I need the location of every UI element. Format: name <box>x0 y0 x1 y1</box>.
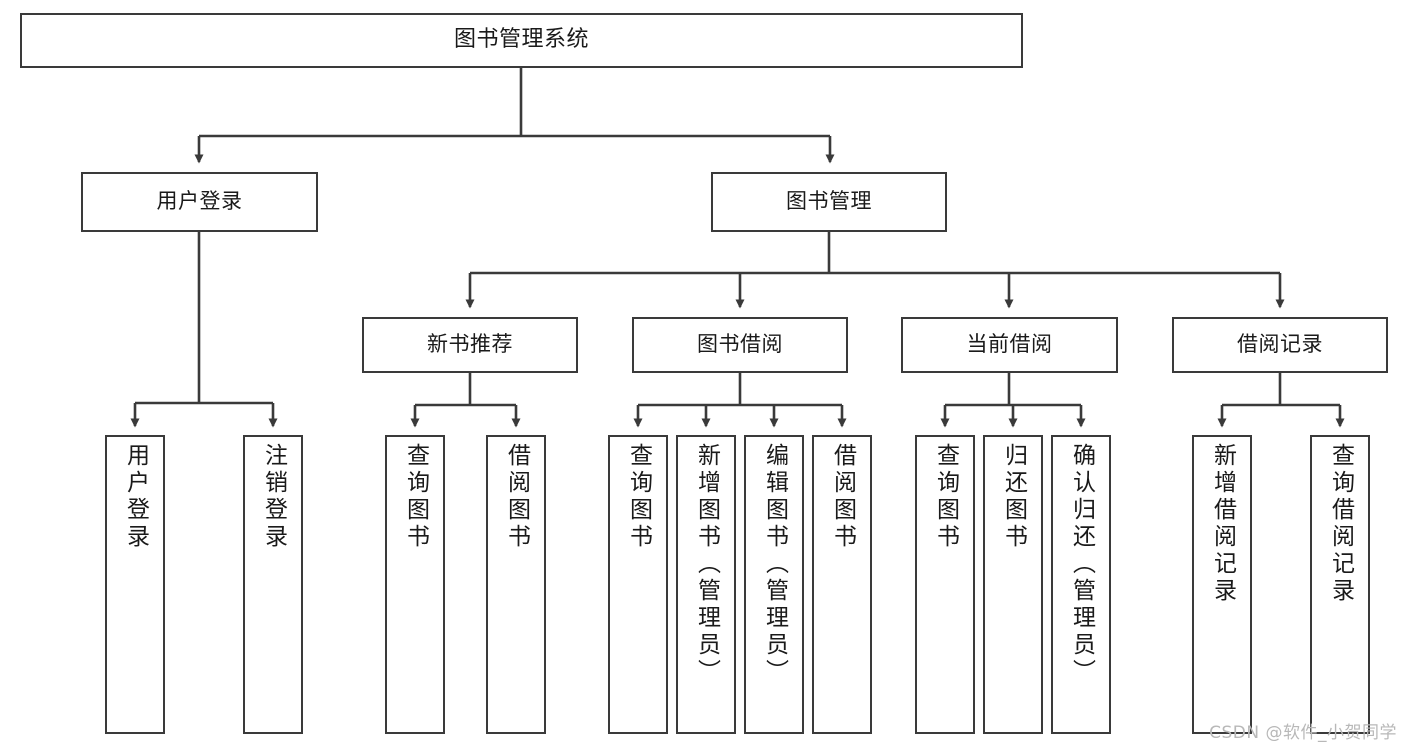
node-leaf-borrow-book-2[interactable]: 借阅图书 <box>812 435 872 734</box>
node-current-borrow[interactable]: 当前借阅 <box>901 317 1118 373</box>
node-new-book-recommend[interactable]: 新书推荐 <box>362 317 578 373</box>
node-leaf-borrow-book-1[interactable]: 借阅图书 <box>486 435 546 734</box>
node-leaf-confirm-return[interactable]: 确认归还（管理员） <box>1051 435 1111 734</box>
node-leaf-logout-label: 注销登录 <box>260 443 287 551</box>
node-leaf-query-book-2[interactable]: 查询图书 <box>608 435 668 734</box>
node-leaf-return-book-label: 归还图书 <box>1000 443 1027 551</box>
node-root[interactable]: 图书管理系统 <box>20 13 1023 68</box>
node-user-login-label: 用户登录 <box>156 189 243 214</box>
node-leaf-user-login[interactable]: 用户登录 <box>105 435 165 734</box>
node-leaf-query-record-label: 查询借阅记录 <box>1327 443 1354 605</box>
node-user-login[interactable]: 用户登录 <box>81 172 318 232</box>
node-borrow-record-label: 借阅记录 <box>1237 332 1323 357</box>
node-book-manage[interactable]: 图书管理 <box>711 172 947 232</box>
node-leaf-query-book-3[interactable]: 查询图书 <box>915 435 975 734</box>
node-leaf-add-book-label: 新增图书（管理员） <box>693 443 720 686</box>
node-leaf-query-book-1[interactable]: 查询图书 <box>385 435 445 734</box>
node-current-borrow-label: 当前借阅 <box>966 332 1053 357</box>
node-book-borrow-label: 图书借阅 <box>697 332 783 357</box>
node-leaf-borrow-book-2-label: 借阅图书 <box>829 443 856 551</box>
node-borrow-record[interactable]: 借阅记录 <box>1172 317 1388 373</box>
node-book-manage-label: 图书管理 <box>786 189 872 214</box>
node-leaf-add-record[interactable]: 新增借阅记录 <box>1192 435 1252 734</box>
node-leaf-query-record[interactable]: 查询借阅记录 <box>1310 435 1370 734</box>
node-book-borrow[interactable]: 图书借阅 <box>632 317 848 373</box>
node-leaf-query-book-2-label: 查询图书 <box>625 443 652 551</box>
node-leaf-add-record-label: 新增借阅记录 <box>1209 443 1236 605</box>
node-new-book-recommend-label: 新书推荐 <box>427 332 513 357</box>
node-leaf-confirm-return-label: 确认归还（管理员） <box>1068 443 1095 686</box>
node-leaf-query-book-1-label: 查询图书 <box>402 443 429 551</box>
node-leaf-edit-book[interactable]: 编辑图书（管理员） <box>744 435 804 734</box>
node-leaf-edit-book-label: 编辑图书（管理员） <box>761 443 788 686</box>
node-leaf-logout[interactable]: 注销登录 <box>243 435 303 734</box>
node-leaf-return-book[interactable]: 归还图书 <box>983 435 1043 734</box>
node-leaf-query-book-3-label: 查询图书 <box>932 443 959 551</box>
node-leaf-borrow-book-1-label: 借阅图书 <box>503 443 530 551</box>
node-root-label: 图书管理系统 <box>453 27 589 53</box>
node-leaf-add-book[interactable]: 新增图书（管理员） <box>676 435 736 734</box>
node-leaf-user-login-label: 用户登录 <box>122 443 149 551</box>
